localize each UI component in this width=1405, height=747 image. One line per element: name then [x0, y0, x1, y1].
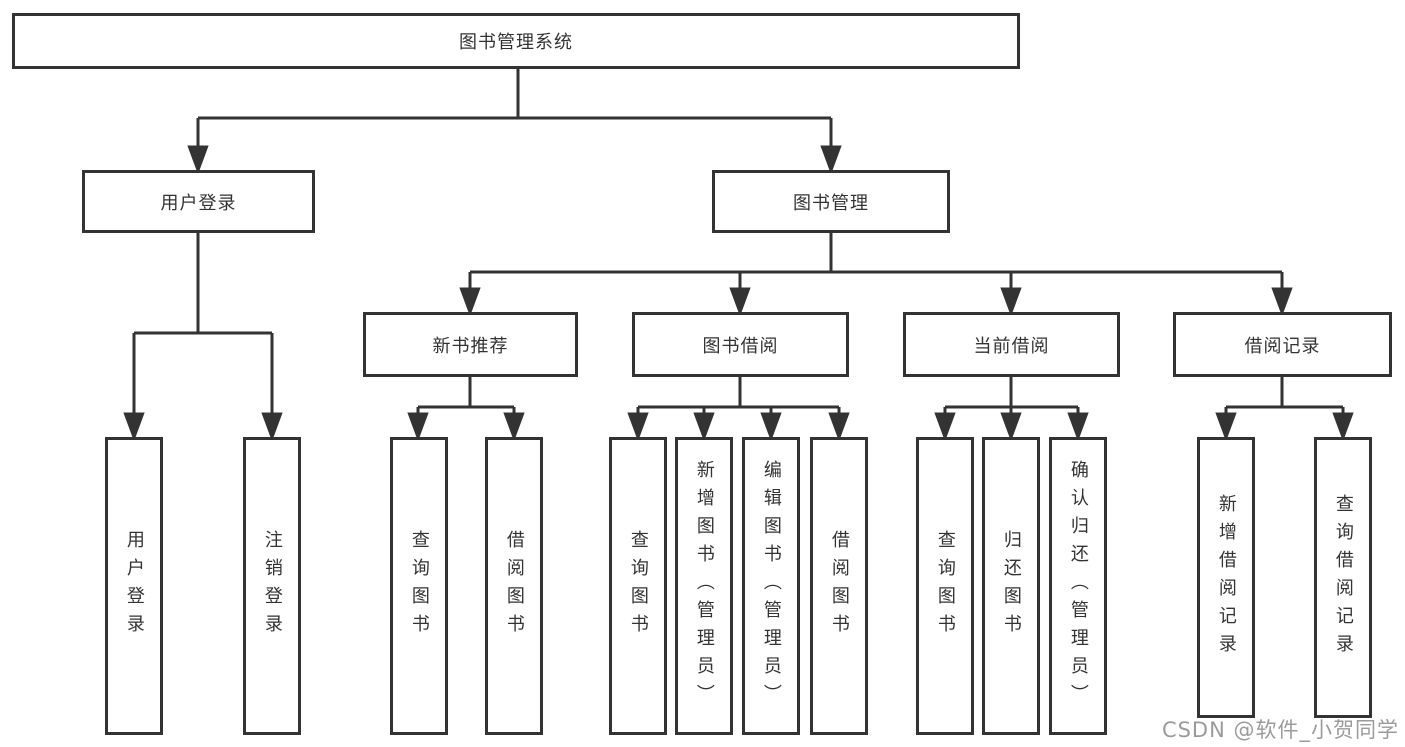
- leaf-label: 借阅图书: [828, 530, 850, 642]
- leaf-borrowing-query-books: 查询图书: [609, 437, 667, 735]
- leaf-label: 新增借阅记录: [1215, 493, 1237, 662]
- arrow-down-icon: [1067, 412, 1089, 442]
- connector-user-login-children: [123, 233, 283, 442]
- leaf-label: 注销登录: [261, 530, 283, 642]
- node-label: 用户登录: [160, 192, 237, 214]
- node-user-login: 用户登录: [82, 170, 315, 233]
- arrow-down-icon: [261, 412, 283, 442]
- node-label: 借阅记录: [1244, 335, 1321, 357]
- leaf-newbook-query-books: 查询图书: [390, 437, 448, 735]
- connector-book-management-children: [459, 233, 1293, 317]
- leaf-current-return-books: 归还图书: [982, 437, 1040, 735]
- arrow-down-icon: [1332, 412, 1354, 442]
- arrow-down-icon: [820, 145, 842, 175]
- leaf-logout: 注销登录: [243, 437, 301, 735]
- node-root-library-management-system: 图书管理系统: [12, 13, 1020, 69]
- connector-current-borrowing-children: [934, 377, 1089, 442]
- node-label: 图书管理: [793, 192, 869, 214]
- leaf-borrowing-edit-books-admin: 编辑图书（管理员）: [742, 437, 800, 735]
- connector-new-book-children: [407, 377, 525, 442]
- leaf-label: 用户登录: [123, 530, 145, 642]
- arrow-down-icon: [934, 412, 956, 442]
- arrow-down-icon: [503, 412, 525, 442]
- node-book-management: 图书管理: [712, 170, 950, 233]
- leaf-label: 新增图书（管理员）: [693, 460, 715, 712]
- arrow-down-icon: [828, 412, 850, 442]
- arrow-down-icon: [627, 412, 649, 442]
- node-book-borrowing: 图书借阅: [632, 312, 849, 377]
- node-label: 图书借阅: [702, 335, 779, 357]
- connector-book-borrowing-children: [627, 377, 850, 442]
- arrow-down-icon: [693, 412, 715, 442]
- leaf-user-login: 用户登录: [105, 437, 163, 735]
- node-label: 图书管理系统: [459, 32, 573, 53]
- arrow-down-icon: [1215, 412, 1237, 442]
- leaf-record-query-borrow-record: 查询借阅记录: [1314, 437, 1372, 718]
- leaf-current-confirm-return-admin: 确认归还（管理员）: [1049, 437, 1107, 735]
- leaf-label: 确认归还（管理员）: [1067, 460, 1089, 712]
- node-new-book-recommendation: 新书推荐: [363, 312, 578, 377]
- leaf-label: 查询借阅记录: [1332, 493, 1354, 662]
- leaf-label: 查询图书: [934, 530, 956, 642]
- arrow-down-icon: [123, 412, 145, 442]
- node-label: 新书推荐: [432, 335, 509, 357]
- node-current-borrowing: 当前借阅: [903, 312, 1120, 377]
- leaf-newbook-borrow-books: 借阅图书: [485, 437, 543, 735]
- leaf-label: 归还图书: [1000, 530, 1022, 642]
- leaf-borrowing-borrow-books: 借阅图书: [810, 437, 868, 735]
- leaf-label: 借阅图书: [503, 530, 525, 642]
- watermark-text: CSDN @软件_小贺同学: [1161, 718, 1399, 742]
- leaf-borrowing-add-books-admin: 新增图书（管理员）: [675, 437, 733, 735]
- arrow-down-icon: [1000, 287, 1022, 317]
- arrow-down-icon: [187, 145, 209, 175]
- arrow-down-icon: [1271, 287, 1293, 317]
- leaf-label: 查询图书: [627, 530, 649, 642]
- leaf-current-query-books: 查询图书: [916, 437, 974, 735]
- leaf-label: 编辑图书（管理员）: [760, 460, 782, 712]
- connector-root-children: [187, 69, 842, 175]
- connector-borrowing-records-children: [1215, 377, 1354, 442]
- leaf-record-add-borrow-record: 新增借阅记录: [1197, 437, 1255, 718]
- arrow-down-icon: [1000, 412, 1022, 442]
- node-borrowing-records: 借阅记录: [1173, 312, 1392, 377]
- arrow-down-icon: [729, 287, 751, 317]
- node-label: 当前借阅: [973, 335, 1050, 357]
- leaf-label: 查询图书: [408, 530, 430, 642]
- arrow-down-icon: [407, 412, 429, 442]
- arrow-down-icon: [760, 412, 782, 442]
- arrow-down-icon: [459, 287, 481, 317]
